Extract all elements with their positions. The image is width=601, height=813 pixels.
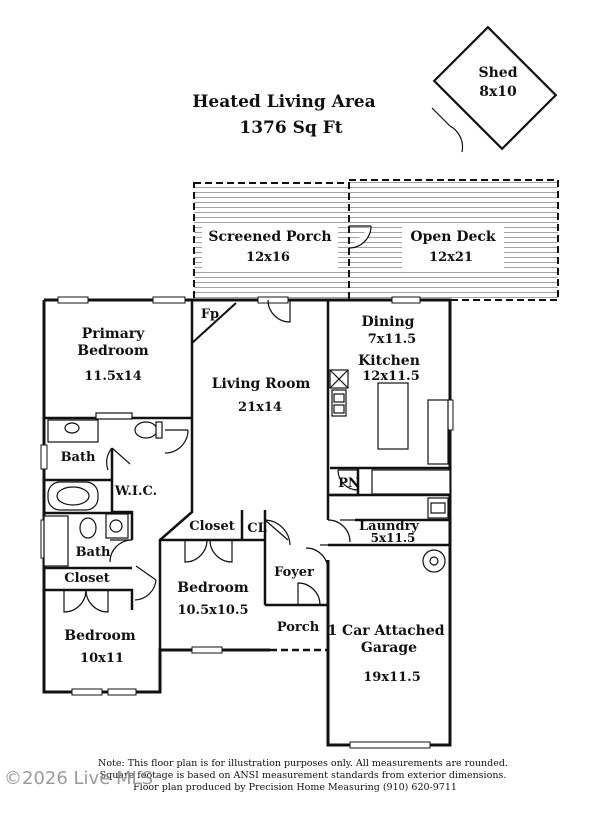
- closet-left-label: Closet: [64, 571, 110, 586]
- laundry-size: 5x11.5: [371, 531, 416, 545]
- open-deck-size: 12x21: [429, 250, 473, 265]
- bath2-label: Bath: [76, 545, 111, 560]
- closet-mid-label: Closet: [189, 519, 235, 534]
- plan-title: Heated Living Area: [192, 92, 375, 112]
- coat-closet-label: CL: [247, 521, 267, 536]
- bedroom-mid-size: 10.5x10.5: [177, 603, 248, 618]
- primary-bedroom-label-2: Bedroom: [77, 343, 149, 359]
- interior-walls: [44, 300, 450, 652]
- primary-toilet: [134, 421, 158, 439]
- door-swings: [63, 299, 359, 613]
- kitchen-size: 12x11.5: [362, 369, 420, 384]
- porch-label: Porch: [277, 620, 320, 635]
- living-room-label: Living Room: [212, 376, 311, 392]
- foyer-label: Foyer: [274, 565, 314, 580]
- garage-label-2: Garage: [361, 640, 417, 656]
- living-room-size: 21x14: [238, 400, 282, 415]
- primary-bath-label: Bath: [61, 450, 96, 465]
- porch-door-swing: [348, 225, 372, 249]
- footer-note-2: Square footage is based on ANSI measurem…: [100, 770, 507, 781]
- screened-porch-label: Screened Porch: [208, 229, 331, 245]
- plan-area: 1376 Sq Ft: [239, 118, 342, 138]
- garage-label: 1 Car Attached: [327, 623, 444, 639]
- shed-label: Shed: [479, 65, 518, 81]
- garage-size: 19x11.5: [363, 670, 421, 685]
- shed: [432, 25, 558, 151]
- laundry-label: Laundry: [359, 519, 419, 534]
- bedroom-mid-label: Bedroom: [177, 580, 249, 596]
- wic-label: W.I.C.: [114, 484, 157, 499]
- primary-toilet-tank: [95, 412, 133, 420]
- counter-bottom: [371, 469, 451, 495]
- fireplace-label: Fp: [201, 307, 219, 322]
- dining-size: 7x11.5: [368, 332, 416, 347]
- footer-note-1: Note: This floor plan is for illustratio…: [98, 758, 508, 769]
- shed-door-swing: [431, 107, 464, 153]
- bedroom-left-label: Bedroom: [64, 628, 136, 644]
- bath2-toilet: [79, 517, 97, 539]
- bedroom-left-size: 10x11: [80, 651, 124, 666]
- open-deck-label: Open Deck: [410, 229, 496, 245]
- shed-size: 8x10: [479, 84, 517, 100]
- primary-bedroom-label: Primary: [82, 326, 145, 342]
- screened-porch-size: 12x16: [246, 250, 290, 265]
- counter-right: [427, 399, 449, 465]
- kitchen-label: Kitchen: [358, 353, 420, 369]
- fixtures: [43, 369, 451, 573]
- fireplace-symbol: [191, 302, 237, 344]
- footer-note-3: Floor plan produced by Precision Home Me…: [133, 782, 457, 793]
- bath2-tub: [43, 515, 69, 567]
- kitchen-island: [377, 382, 409, 450]
- watermark: ©2026 Live MLS: [4, 768, 153, 789]
- primary-bedroom-size: 11.5x14: [84, 369, 142, 384]
- dining-label: Dining: [362, 314, 415, 330]
- pantry-label: PN: [338, 476, 360, 491]
